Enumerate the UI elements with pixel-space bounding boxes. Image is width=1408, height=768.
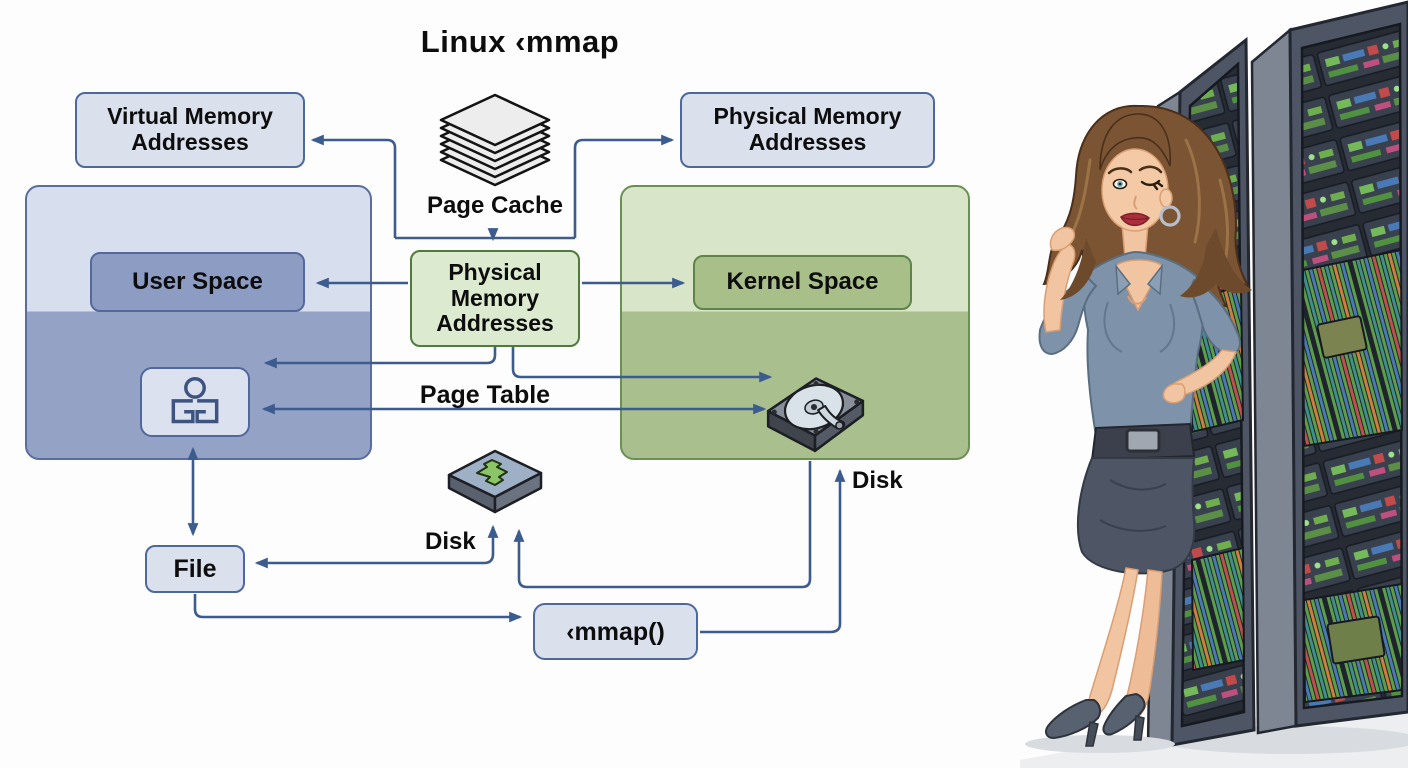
user-space-box: User Space xyxy=(90,252,305,312)
arrow-pagecache-to-virtual xyxy=(310,134,397,238)
disk-right-label: Disk xyxy=(852,467,903,494)
page-table-label: Page Table xyxy=(419,381,551,409)
process-box xyxy=(140,367,250,437)
physical-memory-center-box: Physical Memory Addresses xyxy=(410,250,580,347)
virtual-memory-box: Virtual Memory Addresses xyxy=(75,92,305,168)
arrow-pagetable-right xyxy=(511,347,773,383)
arrow-kernel-to-diskmodule xyxy=(513,461,812,589)
arrow-file-to-mmap xyxy=(193,594,523,623)
mmap-box: ‹mmap() xyxy=(533,603,698,660)
disk-center-label: Disk xyxy=(425,528,476,555)
physical-memory-top-box: Physical Memory Addresses xyxy=(680,92,935,168)
woman-illustration xyxy=(1025,104,1252,753)
arrow-pagetable-left xyxy=(263,347,497,369)
page-cache-label: Page Cache xyxy=(426,192,564,219)
page-title: Linux ‹mmap xyxy=(420,24,620,59)
server-rack-illustration xyxy=(1020,0,1408,768)
process-icon xyxy=(171,376,219,424)
hard-disk-icon xyxy=(766,377,865,453)
arrow-file-diskmodule xyxy=(254,524,499,569)
disk-module-icon xyxy=(447,449,543,514)
page-cache-stack-icon xyxy=(439,93,551,187)
file-box: File xyxy=(145,545,245,593)
rack-right xyxy=(1250,0,1408,735)
arrow-mmap-to-disk xyxy=(700,468,846,634)
kernel-space-box: Kernel Space xyxy=(693,255,912,310)
arrow-pagecache-to-physical xyxy=(573,134,675,238)
